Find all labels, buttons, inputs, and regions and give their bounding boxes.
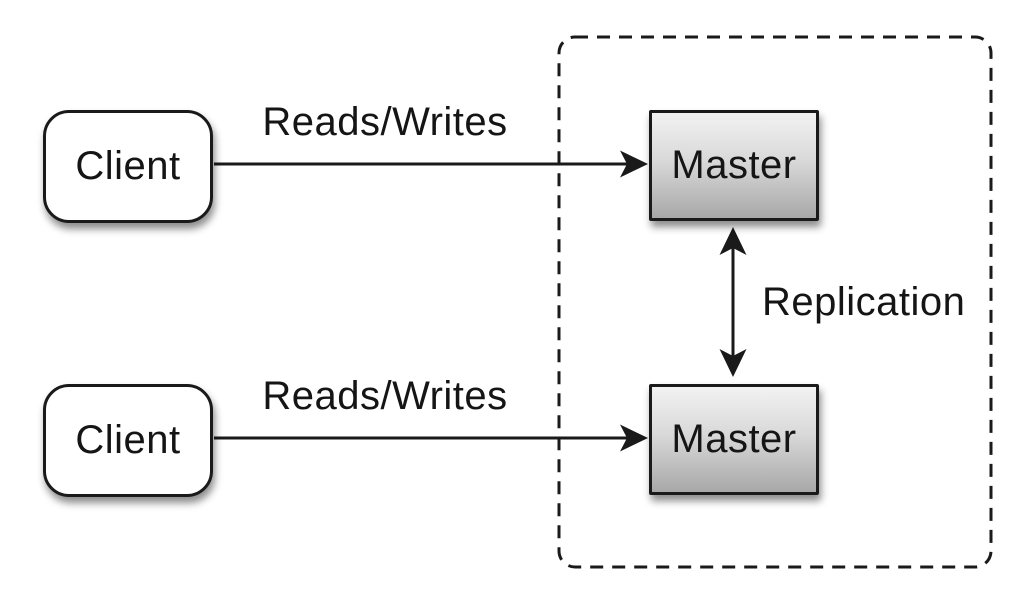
- master-node-top-label: Master: [671, 143, 797, 187]
- reads-writes-arrow-bottom-head-icon: [620, 424, 648, 452]
- client-node-top: Client: [43, 110, 213, 223]
- master-node-top: Master: [649, 110, 819, 221]
- replication-arrow-down-head-icon: [719, 349, 747, 377]
- client-node-bottom-label: Client: [75, 418, 181, 462]
- replication-label: Replication: [762, 280, 966, 324]
- reads-writes-arrow-top-head-icon: [620, 150, 648, 178]
- master-node-bottom-label: Master: [671, 417, 797, 461]
- client-node-top-label: Client: [75, 144, 181, 188]
- reads-writes-label-bottom: Reads/Writes: [262, 374, 508, 418]
- client-node-bottom: Client: [43, 384, 213, 497]
- reads-writes-label-top: Reads/Writes: [262, 100, 508, 144]
- replication-arrow-up-head-icon: [719, 227, 747, 255]
- master-node-bottom: Master: [649, 384, 819, 495]
